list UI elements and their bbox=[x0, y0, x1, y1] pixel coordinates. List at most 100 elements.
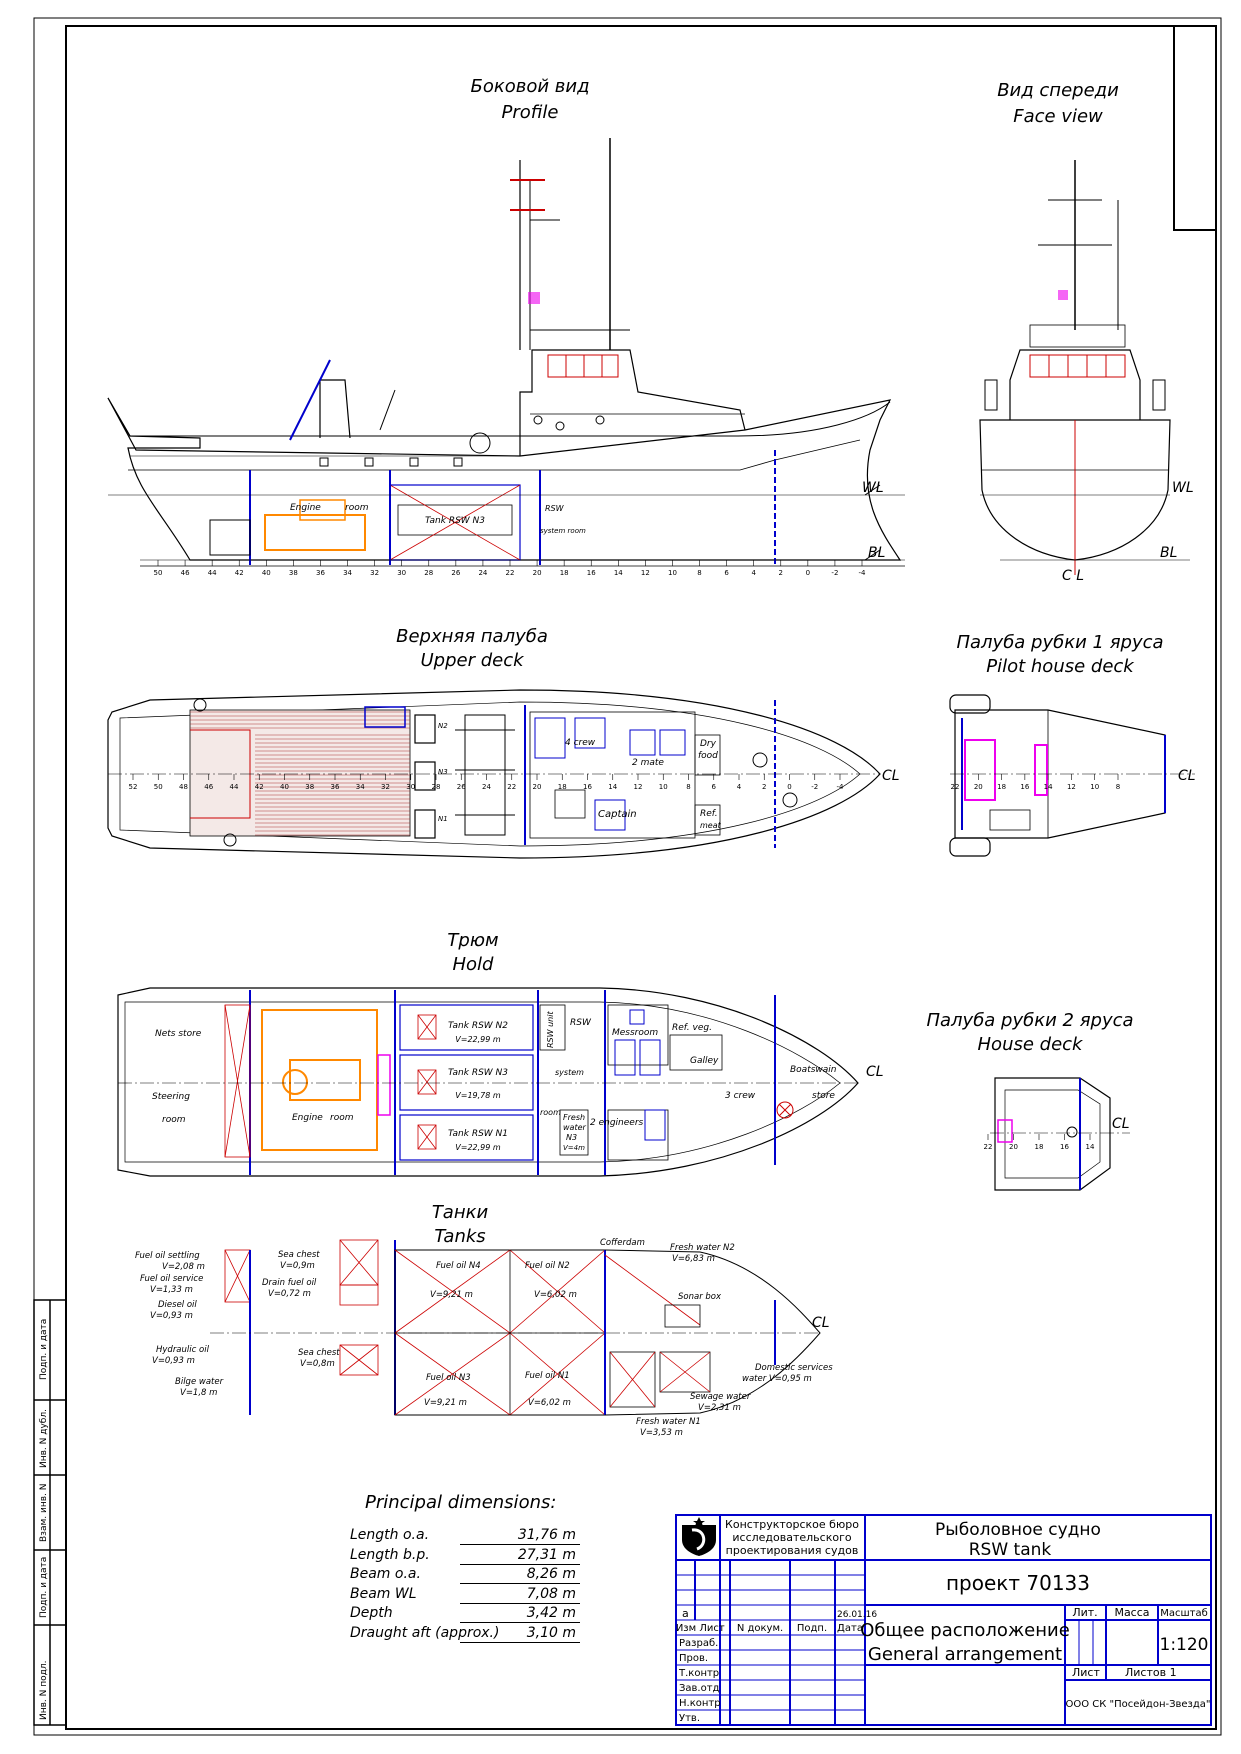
title-block-role: Утв. bbox=[679, 1713, 700, 1724]
hatch-n1-label: N1 bbox=[438, 815, 448, 823]
upper-dry-label: Dry bbox=[700, 739, 717, 749]
tank-cofferdam: Cofferdam bbox=[600, 1238, 645, 1248]
dimension-label: Length o.a. bbox=[350, 1527, 430, 1543]
upper-ref-label: Ref. bbox=[700, 809, 718, 819]
tank-fw2: Fresh water N2 bbox=[670, 1243, 735, 1253]
frame-number: 18 bbox=[997, 783, 1006, 791]
frame-number: 12 bbox=[641, 569, 650, 577]
hold-tank2-label: Tank RSW N2 bbox=[448, 1021, 508, 1031]
house-deck-title-ru: Палуба рубки 2 яруса bbox=[926, 1010, 1133, 1031]
frame-number: 2 bbox=[762, 783, 766, 791]
frame-number: 40 bbox=[280, 783, 289, 791]
tank-bilge-v: V=1,8 m bbox=[180, 1388, 217, 1398]
drawing-title-ru: Общее расположение bbox=[860, 1620, 1070, 1641]
frame-number: 18 bbox=[1035, 1143, 1044, 1151]
frame-number: 24 bbox=[478, 569, 487, 577]
tanks-fuel-block bbox=[394, 1249, 606, 1416]
tank-fo-settling-v: V=2,08 m bbox=[162, 1262, 205, 1272]
title-block-role: Т.контр bbox=[678, 1668, 719, 1679]
hold-cl-label: CL bbox=[866, 1064, 884, 1080]
frame-number: 16 bbox=[1060, 1143, 1069, 1151]
frame-number: 18 bbox=[558, 783, 567, 791]
hold-engine-room-label: room bbox=[330, 1113, 354, 1123]
profile-wl-label: WL bbox=[862, 480, 884, 496]
project-number: проект 70133 bbox=[946, 1571, 1090, 1595]
frame-number: 30 bbox=[406, 783, 415, 791]
lit-header: Лит. bbox=[1072, 1606, 1097, 1619]
frame-number: 4 bbox=[751, 569, 756, 577]
upper-4crew-label: 4 crew bbox=[565, 738, 596, 748]
frame-number: 14 bbox=[1044, 783, 1053, 791]
hatch-n3-label: N3 bbox=[438, 768, 448, 776]
hatch-n2 bbox=[414, 714, 436, 744]
frame-number: 22 bbox=[984, 1143, 993, 1151]
frame-number: 46 bbox=[204, 783, 213, 791]
hold-tank2-volume: V=22,99 m bbox=[455, 1035, 501, 1044]
hold-boatswain-label: Boatswain bbox=[790, 1065, 837, 1075]
dimension-value: 3,42 m bbox=[526, 1605, 576, 1621]
face-title-ru: Вид спереди bbox=[997, 80, 1119, 101]
hold-engine-label: Engine bbox=[292, 1113, 323, 1123]
upper-meat-label: meat bbox=[700, 821, 722, 830]
tank-sonar: Sonar box bbox=[678, 1292, 722, 1302]
hatch-n1 bbox=[414, 809, 436, 839]
frame-number: 10 bbox=[1090, 783, 1099, 791]
frame-number: 16 bbox=[587, 569, 596, 577]
tanks-title-ru: Танки bbox=[432, 1202, 489, 1223]
dimension-label: Beam o.a. bbox=[350, 1566, 421, 1582]
hold-rsw-label: RSW bbox=[570, 1018, 592, 1028]
hold-nets-store-label: Nets store bbox=[155, 1029, 202, 1039]
frame-number: 50 bbox=[154, 783, 163, 791]
house-deck-title-en: House deck bbox=[978, 1034, 1085, 1055]
frame-number: 8 bbox=[686, 783, 690, 791]
frame-number: 0 bbox=[806, 569, 810, 577]
principal-dimension-row: Beam o.a.8,26 m bbox=[350, 1566, 580, 1586]
profile-wheelhouse bbox=[519, 349, 746, 456]
profile-engine-label: Engine bbox=[290, 503, 321, 513]
profile-rsw-label: RSW bbox=[545, 504, 565, 513]
face-wl-label: WL bbox=[1172, 480, 1194, 496]
hold-system-label: system bbox=[555, 1068, 584, 1077]
frame-number: 6 bbox=[712, 783, 717, 791]
face-wheelhouse bbox=[1009, 349, 1141, 420]
bureau-line-3: проектирования судов bbox=[726, 1544, 859, 1557]
revision-letter: a bbox=[682, 1607, 689, 1620]
tank-diesel: Diesel oil bbox=[158, 1300, 197, 1310]
tank-hydraulic: Hydraulic oil bbox=[156, 1345, 210, 1355]
upper-deck-view: N2 N3 N1 4 crew 2 mate Dry food Captain … bbox=[107, 689, 900, 859]
pilot-deck-title-en: Pilot house deck bbox=[986, 656, 1135, 677]
tanks-fore-outline bbox=[604, 1249, 821, 1416]
hold-crew-label: 3 crew bbox=[725, 1091, 756, 1101]
frame-number: 26 bbox=[457, 783, 466, 791]
pilot-deck-cl-label: CL bbox=[1178, 768, 1196, 784]
frame-number: 12 bbox=[1067, 783, 1076, 791]
profile-title-ru: Боковой вид bbox=[470, 76, 589, 97]
mass-header: Масса bbox=[1114, 1606, 1149, 1619]
tanks-title-en: Tanks bbox=[434, 1226, 485, 1247]
side-stamp-label: Взам. инв. N bbox=[39, 1484, 49, 1542]
dimension-label: Draught aft (approx.) bbox=[350, 1624, 500, 1641]
frame-number: 38 bbox=[305, 783, 314, 791]
hold-tank-rsw-n1 bbox=[399, 1114, 534, 1161]
hold-steering-label: Steering bbox=[152, 1092, 190, 1102]
house-deck-cl-label: CL bbox=[1112, 1116, 1130, 1132]
face-view: WL BL C L bbox=[979, 160, 1194, 584]
tank-fo-service: Fuel oil service bbox=[140, 1274, 203, 1284]
frame-number: 44 bbox=[208, 569, 217, 577]
pilot-deck-title-ru: Палуба рубки 1 яруса bbox=[956, 632, 1163, 653]
revision-date: 26.01.16 bbox=[837, 1610, 877, 1620]
principal-dimension-row: Length b.p.27,31 m bbox=[350, 1547, 580, 1567]
side-stamp-label: Подп. и дата bbox=[39, 1319, 49, 1380]
frame-number: 20 bbox=[974, 783, 983, 791]
title-block-role: Зав.отд bbox=[679, 1683, 720, 1694]
hold-water-label: water bbox=[563, 1123, 587, 1132]
tanks-view: CL Fuel oil settling V=2,08 m Fuel oil s… bbox=[135, 1238, 833, 1438]
title-block-column-header: Изм bbox=[676, 1623, 696, 1634]
side-stamp-label: Инв. N дубл. bbox=[39, 1409, 49, 1468]
principal-dimension-row: Draught aft (approx.)3,10 m bbox=[350, 1625, 580, 1645]
frame-number: 16 bbox=[1020, 783, 1029, 791]
